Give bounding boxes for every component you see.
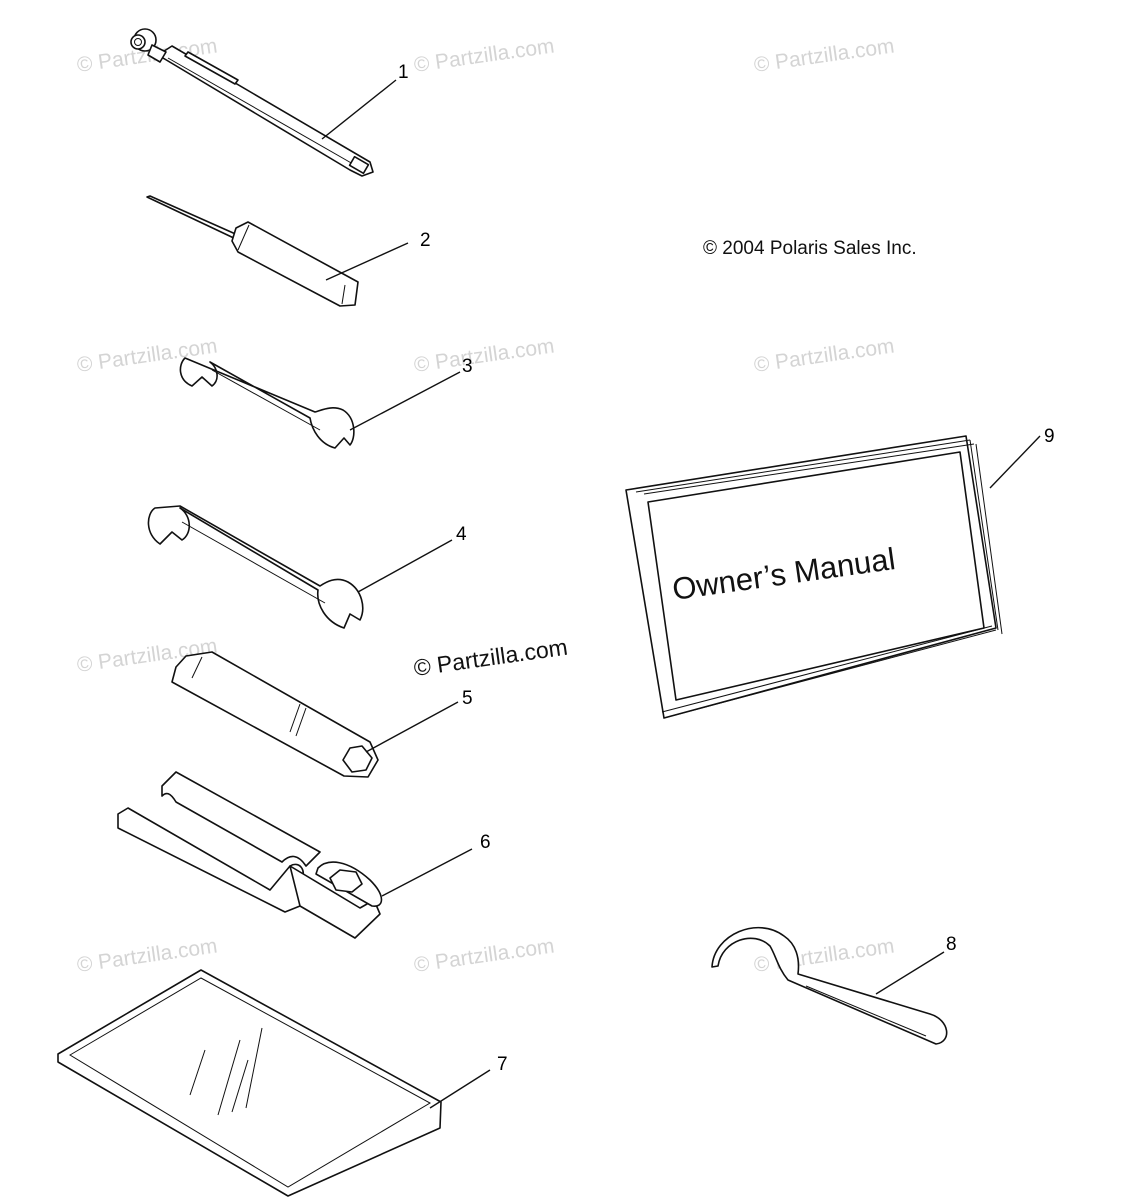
callout-6: 6	[480, 832, 491, 853]
callout-3: 3	[462, 356, 473, 377]
small-open-end-wrench-icon: 3	[179, 356, 473, 449]
spanner-wrench-icon: 8	[711, 926, 957, 1045]
watermark: © Partzilla.com	[412, 934, 555, 976]
callout-8: 8	[946, 934, 957, 955]
callout-7: 7	[497, 1054, 508, 1075]
watermark-main: © Partzilla.com	[412, 634, 569, 681]
watermark: © Partzilla.com	[412, 34, 555, 76]
owners-manual-icon: Owner’s Manual 9	[625, 426, 1055, 719]
tire-pressure-gauge-icon: 1	[130, 28, 409, 177]
watermark: © Partzilla.com	[752, 34, 895, 76]
callout-4: 4	[456, 524, 467, 545]
tool-bag-icon: 7	[57, 969, 508, 1197]
callout-1: 1	[398, 62, 409, 83]
large-open-end-wrench-icon: 4	[147, 505, 467, 629]
copyright-text: © 2004 Polaris Sales Inc.	[703, 238, 917, 259]
screwdriver-icon: 2	[146, 195, 431, 307]
callout-5: 5	[462, 688, 473, 709]
spark-plug-socket-wrench-icon: 5	[171, 651, 473, 778]
watermark: © Partzilla.com	[412, 334, 555, 376]
callout-2: 2	[420, 230, 431, 251]
watermark: © Partzilla.com	[75, 934, 218, 976]
tool-holder-clip-icon: 6	[117, 771, 491, 939]
callout-9: 9	[1044, 426, 1055, 447]
watermark: © Partzilla.com	[752, 334, 895, 376]
